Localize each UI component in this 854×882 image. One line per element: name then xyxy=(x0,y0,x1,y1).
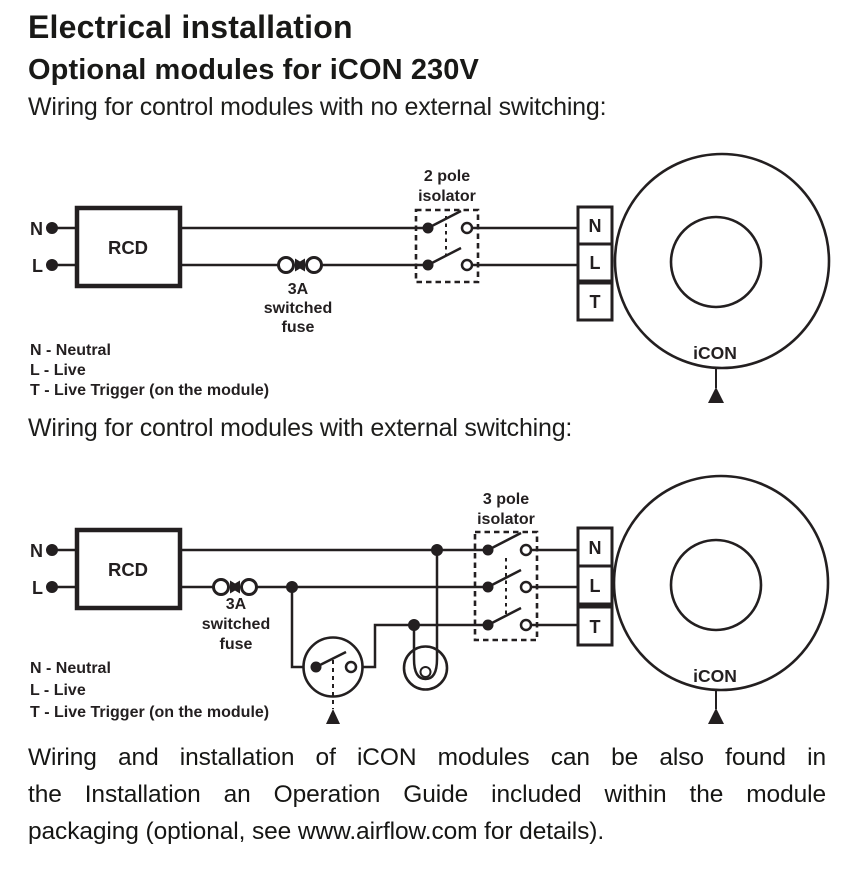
fuse-symbol xyxy=(212,578,258,596)
junction-trigger xyxy=(408,619,420,631)
fan-label: iCON xyxy=(693,343,737,363)
rcd-label: RCD xyxy=(108,559,148,580)
fuse-label-amps: 3A xyxy=(226,596,247,613)
junction-neutral xyxy=(431,544,443,556)
terminal-l: L xyxy=(590,576,601,596)
footer-paragraph: Wiring and installation of iCON modules … xyxy=(28,739,826,850)
fan-cord-pull xyxy=(708,708,724,724)
fuse-label-fuse: fuse xyxy=(282,319,315,336)
fuse-label-fuse: fuse xyxy=(220,636,253,653)
footer-line: Wiring and installation of iCON modules … xyxy=(28,744,826,771)
supply-l-label: L xyxy=(32,578,43,598)
indicator-lamp xyxy=(402,550,449,691)
terminal-n: N xyxy=(589,538,602,558)
supply-l-label: L xyxy=(32,256,43,276)
fan-cord-pull xyxy=(708,387,724,403)
page-subtitle: Optional modules for iCON 230V xyxy=(28,54,479,86)
diagram-no-external-switching: iCON N L RCD 3A switched fuse 2 pole iso… xyxy=(30,152,831,403)
footer-line: packaging (optional, see www.airflow.com… xyxy=(28,818,605,845)
module-terminal-block: N L T xyxy=(576,526,614,647)
page-title: Electrical installation xyxy=(28,9,353,45)
section-intro-no-external-switching: Wiring for control modules with no exter… xyxy=(28,93,607,121)
module-terminal-block: N L T xyxy=(576,205,614,322)
isolator-label-line1: 3 pole xyxy=(483,491,529,508)
supply-n-label: N xyxy=(30,541,43,561)
legend-trigger: T - Live Trigger (on the module) xyxy=(30,382,270,399)
fan-inner-ring xyxy=(669,215,763,309)
junction-live xyxy=(286,581,298,593)
external-switch xyxy=(302,636,364,724)
legend-diagram2: N - Neutral L - Live T - Live Trigger (o… xyxy=(30,658,269,724)
fan-label: iCON xyxy=(693,666,737,686)
fuse-label-switched: switched xyxy=(202,616,270,633)
legend-neutral: N - Neutral xyxy=(30,660,111,677)
legend-neutral: N - Neutral xyxy=(30,342,111,359)
terminal-l: L xyxy=(590,253,601,273)
isolator-2pole xyxy=(414,208,480,284)
isolator-label-line1: 2 pole xyxy=(424,168,470,185)
diagram-external-switching: iCON N L RCD 3A switched fuse xyxy=(30,474,830,724)
legend-live: L - Live xyxy=(30,362,86,379)
rcd-box xyxy=(74,527,183,611)
rcd-box xyxy=(74,205,183,289)
legend-diagram1: N - Neutral L - Live T - Live Trigger (o… xyxy=(30,341,269,401)
trigger-wire xyxy=(362,623,488,669)
terminal-t: T xyxy=(590,617,601,637)
terminal-n: N xyxy=(589,216,602,236)
terminal-t: T xyxy=(590,292,601,312)
switch-pull-cord xyxy=(326,709,340,724)
switch-feed-wire xyxy=(290,587,304,669)
fuse-symbol xyxy=(277,256,323,274)
fan-inner-ring xyxy=(669,538,763,632)
isolator-label-line2: isolator xyxy=(418,188,476,205)
isolator-3pole xyxy=(473,530,539,642)
fuse-label-amps: 3A xyxy=(288,281,309,298)
fuse-label-switched: switched xyxy=(264,300,332,317)
rcd-label: RCD xyxy=(108,237,148,258)
section-intro-external-switching: Wiring for control modules with external… xyxy=(28,414,573,442)
footer-line: the Installation an Operation Guide incl… xyxy=(28,781,826,808)
legend-trigger: T - Live Trigger (on the module) xyxy=(30,704,270,721)
isolator-label-line2: isolator xyxy=(477,511,535,528)
supply-n-label: N xyxy=(30,219,43,239)
legend-live: L - Live xyxy=(30,682,86,699)
